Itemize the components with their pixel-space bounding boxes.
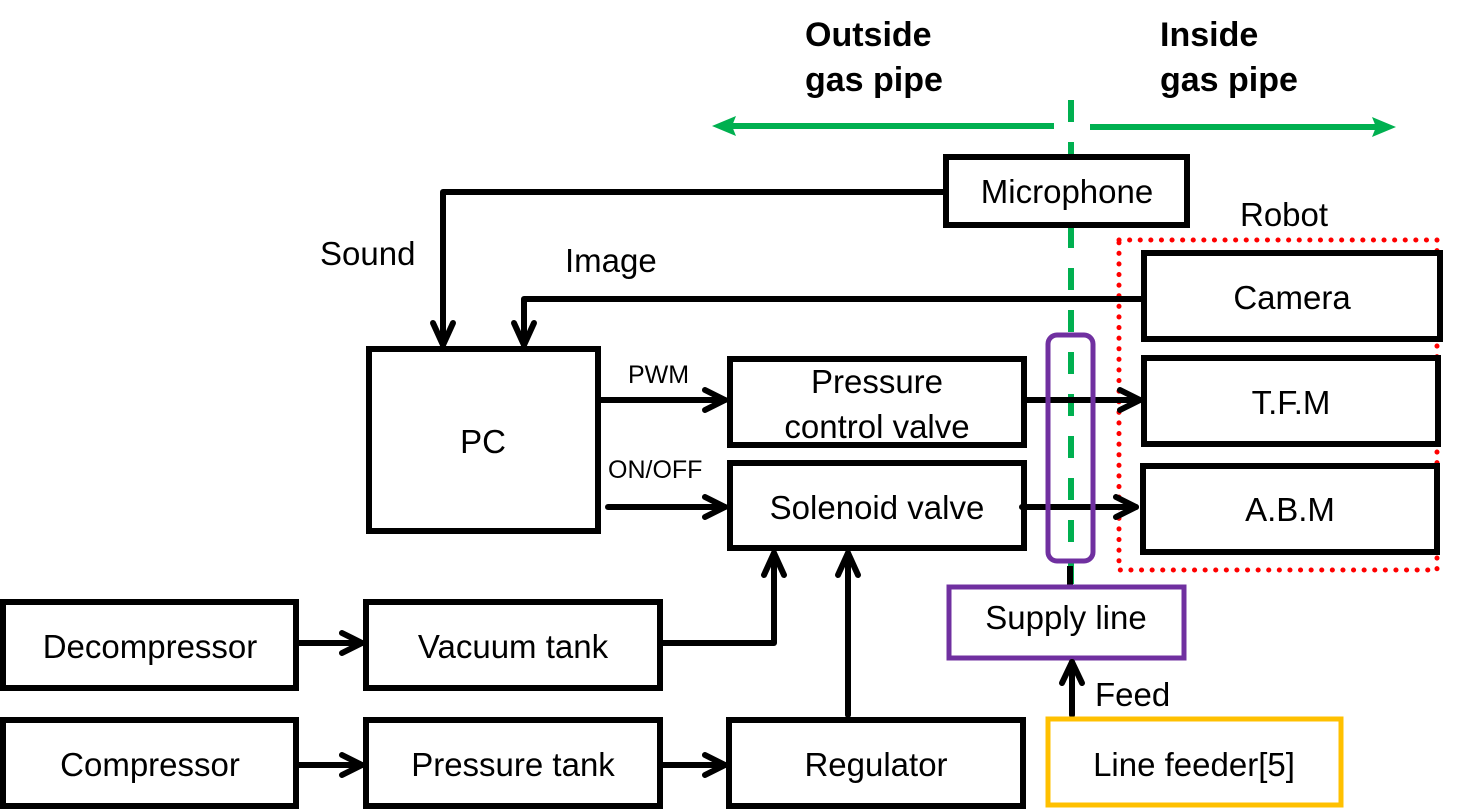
vacuum-to-solenoid-wire bbox=[658, 550, 777, 646]
inside-direction-arrow bbox=[1090, 117, 1396, 137]
microphone-label: Microphone bbox=[981, 173, 1153, 210]
pwm-signal-label: PWM bbox=[628, 361, 689, 389]
line-feeder-block: Line feeder[5] bbox=[1045, 716, 1344, 808]
image-signal-label: Image bbox=[565, 242, 657, 279]
feed-arrowhead bbox=[1059, 659, 1085, 686]
outside-direction-arrow bbox=[712, 116, 1054, 136]
on-off-signal-label: ON/OFF bbox=[608, 456, 702, 484]
outside-label-line2: gas pipe bbox=[805, 61, 943, 99]
regulator-label: Regulator bbox=[804, 746, 947, 783]
compressor-label: Compressor bbox=[60, 746, 240, 783]
sound-wire bbox=[440, 189, 949, 348]
inside-label-line1: Inside bbox=[1160, 16, 1258, 54]
supply-line-block: Supply line bbox=[946, 584, 1187, 661]
decompressor-label: Decompressor bbox=[43, 628, 258, 665]
pressure-to-tfm-arrowhead bbox=[1117, 387, 1143, 413]
pc-block: PC bbox=[366, 346, 601, 534]
solenoid-valve-block: Solenoid valve bbox=[727, 460, 1027, 551]
pressure-tank-to-regulator-arrowhead bbox=[702, 752, 728, 778]
on-off-arrowhead bbox=[702, 494, 728, 520]
compressor-to-pressure-tank-arrowhead bbox=[339, 752, 365, 778]
regulator-block: Regulator bbox=[726, 717, 1026, 809]
pwm-arrowhead bbox=[702, 387, 728, 413]
compressor-block: Compressor bbox=[0, 717, 299, 809]
camera-label: Camera bbox=[1233, 279, 1351, 316]
tfm-label: T.F.M bbox=[1252, 384, 1331, 421]
pressure-control-valve-label-line1: Pressure bbox=[811, 363, 943, 400]
line-feeder-label: Line feeder[5] bbox=[1093, 746, 1295, 783]
vacuum-to-solenoid-arrowhead bbox=[761, 550, 787, 578]
microphone-block: Microphone bbox=[943, 154, 1190, 228]
decompressor-block: Decompressor bbox=[0, 599, 299, 691]
sound-signal-label: Sound bbox=[320, 235, 415, 272]
vacuum-tank-block: Vacuum tank bbox=[363, 599, 663, 691]
supply-line-label: Supply line bbox=[985, 599, 1146, 636]
tfm-block: T.F.M bbox=[1141, 355, 1441, 447]
pc-label: PC bbox=[460, 423, 506, 460]
vacuum-tank-label: Vacuum tank bbox=[418, 628, 609, 665]
outside-label-line1: Outside bbox=[805, 16, 932, 54]
camera-block: Camera bbox=[1141, 250, 1443, 342]
feed-signal-label: Feed bbox=[1095, 676, 1170, 713]
image-wire bbox=[521, 296, 1147, 348]
abm-block: A.B.M bbox=[1140, 463, 1440, 555]
robot-region bbox=[1116, 237, 1440, 573]
pressure-control-valve-block: Pressure control valve bbox=[727, 356, 1027, 448]
sound-arrowhead bbox=[430, 320, 456, 348]
supply-line-crossing bbox=[1045, 332, 1096, 564]
inside-label-line2: gas pipe bbox=[1160, 61, 1298, 99]
solenoid-valve-label: Solenoid valve bbox=[770, 489, 985, 526]
image-arrowhead bbox=[511, 320, 537, 348]
abm-label: A.B.M bbox=[1245, 491, 1335, 528]
regulator-to-solenoid-arrowhead bbox=[835, 550, 861, 578]
robot-label: Robot bbox=[1240, 196, 1328, 233]
solenoid-to-abm-arrowhead bbox=[1113, 494, 1139, 520]
pressure-control-valve-label-line2: control valve bbox=[784, 408, 969, 445]
pressure-tank-block: Pressure tank bbox=[363, 717, 663, 809]
decompressor-to-vacuum-arrowhead bbox=[339, 630, 365, 656]
pressure-tank-label: Pressure tank bbox=[411, 746, 615, 783]
